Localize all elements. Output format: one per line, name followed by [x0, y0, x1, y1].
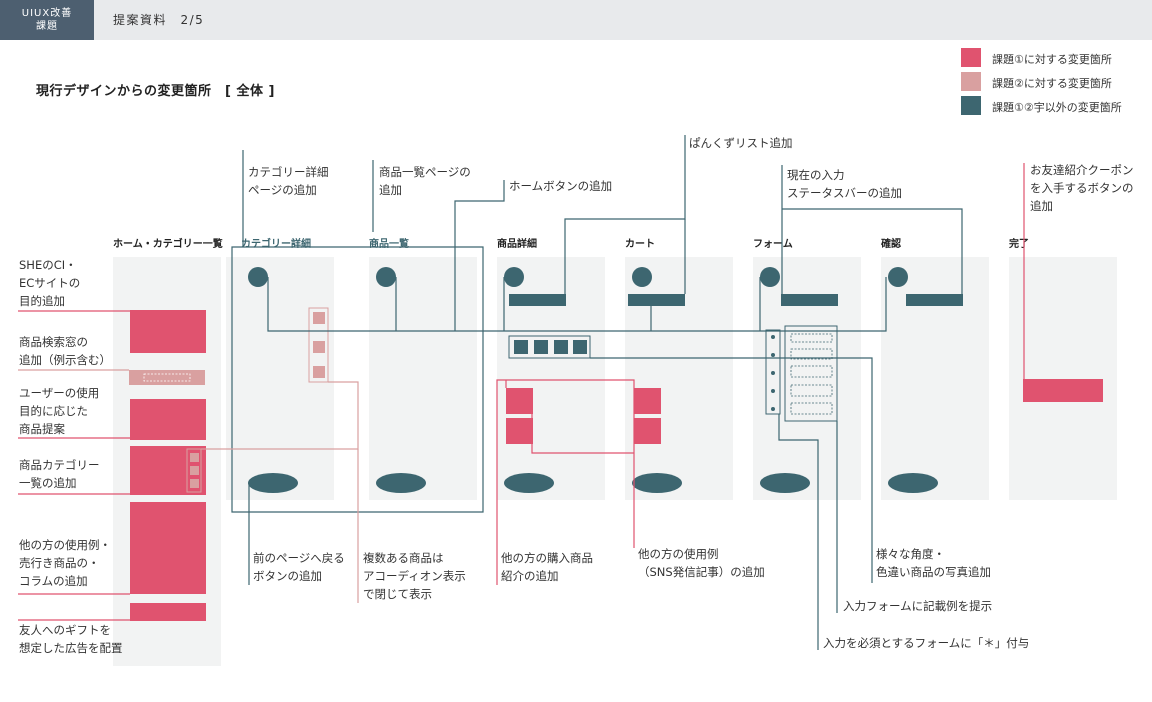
page-title: 現行デザインからの変更箇所 [ 全体 ]: [36, 84, 275, 99]
badge-line-1: UIUX改善: [21, 8, 73, 19]
legend-label: 課題②に対する変更箇所: [992, 77, 1112, 90]
annotation-gift-ad: 友人へのギフトを 想定した広告を配置: [19, 621, 123, 657]
annotation-text: 前のページへ戻る ボタンの追加: [253, 551, 345, 583]
legend-label: 課題①②宇以外の変更箇所: [992, 101, 1122, 114]
annotation-category-list: 商品カテゴリー 一覧の追加: [19, 456, 100, 492]
screen-complete: [1009, 257, 1117, 500]
annotation-text: 商品検索窓の 追加（例示含む）: [19, 335, 111, 367]
annotation-text: 入力フォームに記載例を提示: [843, 599, 993, 613]
screen-label-cart: カート: [625, 239, 655, 250]
annotation-product-photos: 様々な角度・ 色違い商品の写真追加: [876, 545, 991, 581]
annotation-home-button: ホームボタンの追加: [509, 177, 612, 195]
annotation-text: 複数ある商品は アコーディオン表示 で閉じて表示: [363, 551, 466, 601]
annotation-sns-examples: 他の方の使用例 （SNS発信記事）の追加: [638, 545, 765, 581]
screen-label-form: フォーム: [753, 239, 793, 250]
annotation-product-suggestion: ユーザーの使用 目的に応じた 商品提案: [19, 384, 99, 438]
screen-cart: [625, 257, 733, 500]
annotation-text: 商品カテゴリー 一覧の追加: [19, 458, 100, 490]
annotation-breadcrumb: ぱんくずリスト追加: [689, 134, 793, 152]
annotation-text: 他の方の使用例・ 売行き商品の・ コラムの追加: [19, 538, 111, 588]
screen-label-product-list: 商品一覧: [369, 239, 409, 250]
screen-label-home: ホーム・カテゴリー一覧: [113, 239, 223, 250]
annotation-text: ぱんくずリスト追加: [689, 136, 793, 150]
annotation-purchased-items: 他の方の購入商品 紹介の追加: [501, 549, 593, 585]
annotation-text: 他の方の使用例 （SNS発信記事）の追加: [638, 547, 765, 579]
screen-form: [753, 257, 861, 500]
annotation-column: 他の方の使用例・ 売行き商品の・ コラムの追加: [19, 536, 111, 590]
annotation-status-bar: 現在の入力 ステータスバーの追加: [787, 166, 902, 202]
annotation-ci-purpose: SHEのCI・ ECサイトの 目的追加: [19, 256, 80, 310]
annotation-form-example: 入力フォームに記載例を提示: [843, 597, 992, 615]
screen-confirm: [881, 257, 989, 500]
badge-line-2: 課題: [36, 21, 58, 32]
screen-product-list: [369, 257, 477, 500]
legend-swatch-other: [961, 96, 981, 115]
legend-label: 課題①に対する変更箇所: [992, 53, 1112, 66]
annotation-text: 他の方の購入商品 紹介の追加: [501, 551, 593, 583]
annotation-category-detail-page: カテゴリー詳細 ページの追加: [248, 163, 329, 199]
screen-label-confirm: 確認: [881, 239, 901, 250]
annotation-back-button: 前のページへ戻る ボタンの追加: [253, 549, 345, 585]
annotation-coupon-button: お友達紹介クーポン を入手するボタンの 追加: [1030, 161, 1134, 215]
screen-category-detail: [226, 257, 334, 500]
top-bar: UIUX改善 課題 提案資料 2/5: [0, 0, 1152, 40]
screen-label-category-detail: カテゴリー詳細: [241, 239, 311, 250]
legend-swatch-issue2: [961, 72, 981, 91]
annotation-text: 入力を必須とするフォームに「＊」付与: [823, 636, 1030, 650]
annotation-text: SHEのCI・ ECサイトの 目的追加: [19, 258, 81, 308]
annotation-search-box: 商品検索窓の 追加（例示含む）: [19, 333, 111, 369]
annotation-text: 様々な角度・ 色違い商品の写真追加: [876, 547, 991, 579]
annotation-text: 商品一覧ページの 追加: [379, 165, 471, 197]
screen-home: [113, 257, 221, 666]
annotation-required-mark: 入力を必須とするフォームに「＊」付与: [823, 634, 1029, 652]
annotation-text: 現在の入力 ステータスバーの追加: [787, 168, 902, 200]
section-badge: UIUX改善 課題: [0, 0, 94, 40]
screen-product-detail: [497, 257, 605, 500]
annotation-accordion: 複数ある商品は アコーディオン表示 で閉じて表示: [363, 549, 466, 603]
legend-swatch-issue1: [961, 48, 981, 67]
annotation-text: ユーザーの使用 目的に応じた 商品提案: [19, 386, 100, 436]
screen-label-product-detail: 商品詳細: [497, 239, 537, 250]
annotation-text: お友達紹介クーポン を入手するボタンの 追加: [1030, 163, 1134, 213]
document-title: 提案資料 2/5: [113, 13, 205, 27]
annotation-product-list-page: 商品一覧ページの 追加: [379, 163, 471, 199]
annotation-text: ホームボタンの追加: [509, 179, 613, 193]
annotation-text: 友人へのギフトを 想定した広告を配置: [19, 623, 123, 655]
screen-label-complete: 完了: [1009, 239, 1029, 250]
annotation-text: カテゴリー詳細 ページの追加: [248, 165, 329, 197]
